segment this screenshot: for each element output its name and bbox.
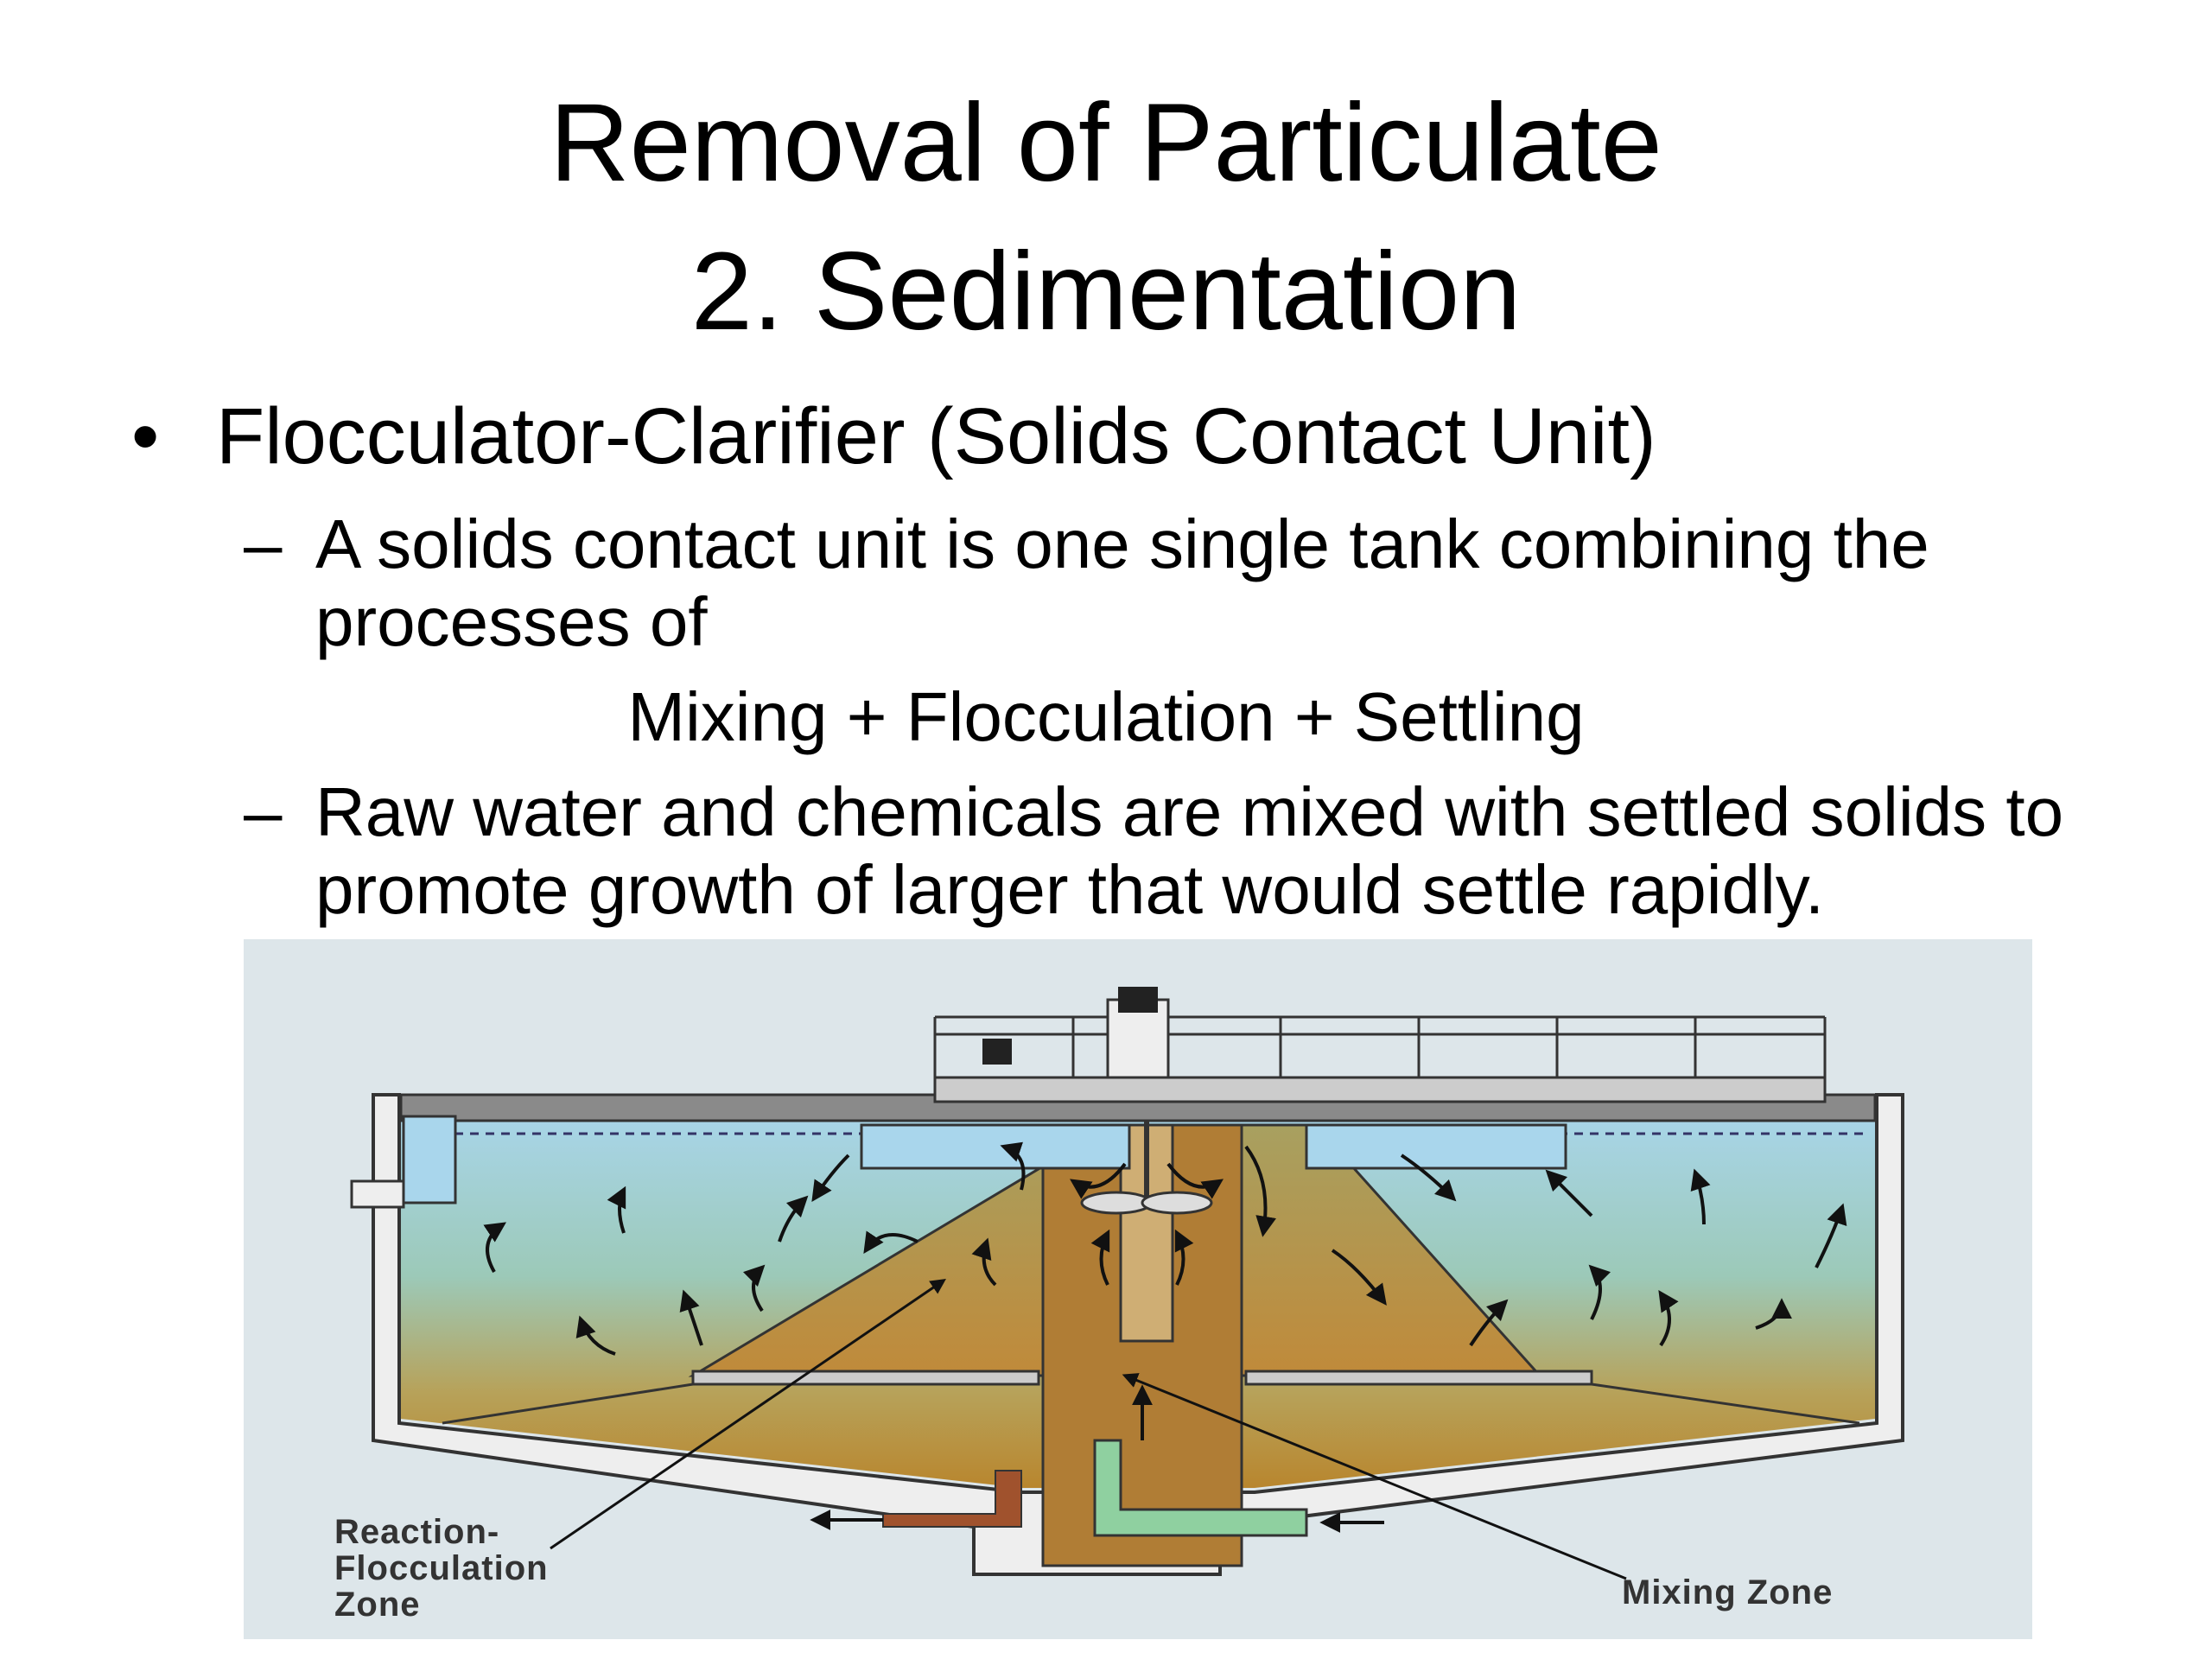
clarifier-illustration bbox=[350, 987, 1904, 1580]
label-reaction-line3: Zone bbox=[334, 1586, 421, 1624]
label-mixing-zone: Mixing Zone bbox=[1622, 1573, 1834, 1611]
collector-left bbox=[860, 1123, 1131, 1170]
dash-marker-1: – bbox=[244, 505, 283, 582]
dash-marker-2: – bbox=[244, 773, 283, 850]
flow-arrows bbox=[483, 1141, 1847, 1533]
label-reaction-line2: Flocculation bbox=[334, 1549, 549, 1587]
inlet-pipe bbox=[1093, 1439, 1308, 1537]
label-reaction-line1: Reaction- bbox=[334, 1513, 500, 1551]
title-line-1: Removal of Particulate bbox=[550, 81, 1662, 205]
impeller-blade-right bbox=[1141, 1191, 1213, 1215]
slide-title: Removal of Particulate 2. Sedimentation bbox=[0, 69, 2212, 366]
bullet-flocculator-clarifier: Flocculator-Clarifier (Solids Contact Un… bbox=[216, 392, 1656, 480]
launder-left bbox=[402, 1115, 457, 1205]
sludge-outlet bbox=[882, 1470, 1022, 1528]
title-line-2: 2. Sedimentation bbox=[690, 230, 1522, 353]
sub-bullet-raw-water: Raw water and chemicals are mixed with s… bbox=[315, 773, 2064, 928]
sub-bullet-solids-contact: A solids contact unit is one single tank… bbox=[315, 505, 1929, 660]
impeller-blade-left bbox=[1080, 1191, 1153, 1215]
clarifier-diagram: Reaction- Flocculation Zone Mixing Zone bbox=[244, 939, 2032, 1639]
tank-shell bbox=[372, 1093, 1904, 1576]
label-reaction-flocculation-zone: Reaction- Flocculation Zone bbox=[334, 1514, 549, 1623]
collector-right bbox=[1305, 1123, 1567, 1170]
bullet-marker: • bbox=[131, 392, 160, 480]
effluent-outlet bbox=[350, 1179, 405, 1209]
bridge-walkway bbox=[933, 1015, 1827, 1103]
callout-leaders bbox=[550, 1278, 1627, 1580]
chemical-feeder bbox=[982, 1039, 1012, 1065]
slide-body: • Flocculator-Clarifier (Solids Contact … bbox=[131, 392, 2064, 928]
sludge-scrapers bbox=[442, 1370, 1860, 1425]
drive-motor bbox=[1118, 987, 1158, 1013]
process-equation: Mixing + Flocculation + Settling bbox=[627, 678, 1585, 755]
